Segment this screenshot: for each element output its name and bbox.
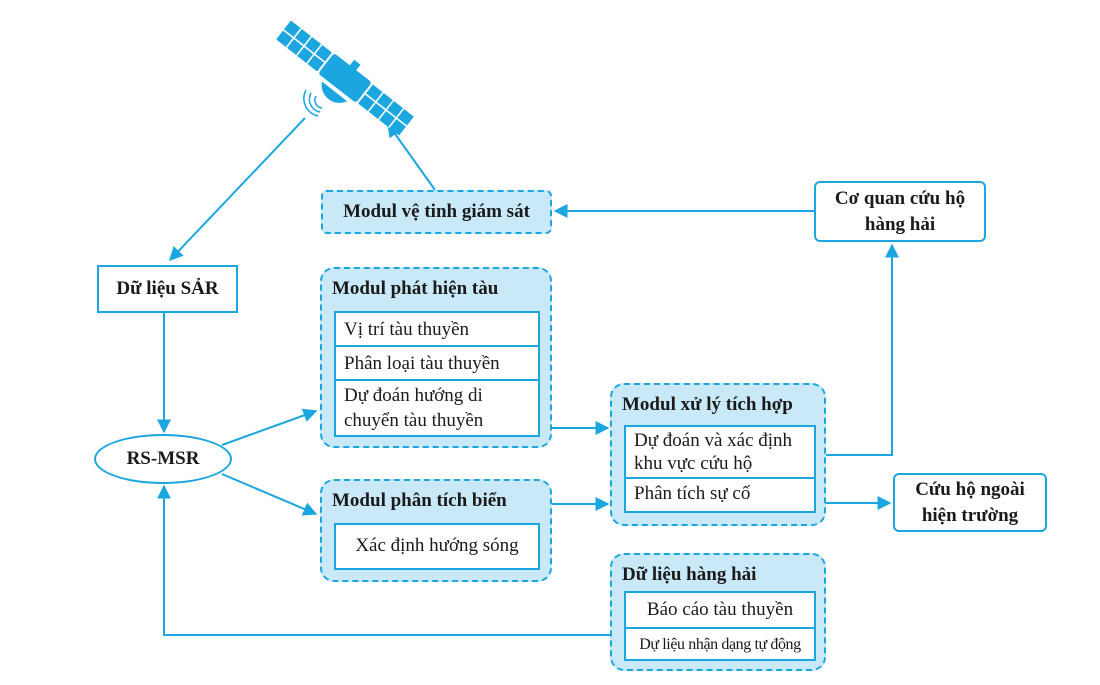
- list-item: Vị trí tàu thuyền: [336, 313, 538, 347]
- integrated-processing-title: Modul xử lý tích hợp: [622, 394, 793, 415]
- edge-rsmsr-to-sea-analysis: [221, 473, 318, 516]
- integrated-processing-module[interactable]: Modul xử lý tích hợp Dự đoán và xác định…: [610, 383, 826, 526]
- ship-detection-title: Modul phát hiện tàu: [332, 278, 499, 299]
- edge-integrated-to-agency: [826, 243, 899, 456]
- edge-satellite-to-sar: [169, 117, 306, 262]
- sea-analysis-module[interactable]: Modul phân tích biển Xác định hướng sóng: [320, 479, 552, 582]
- signal-waves-icon: [303, 89, 323, 117]
- list-item: Xác định hướng sóng: [355, 535, 519, 556]
- edge-rsmsr-to-ship-detection: [221, 408, 318, 446]
- rs-msr-label: RS-MSR: [126, 448, 200, 469]
- maritime-data-module[interactable]: Dữ liệu hàng hải Báo cáo tàu thuyền Dự l…: [610, 553, 826, 671]
- list-item: Dự đoán hướng di chuyển tàu thuyền: [344, 385, 484, 431]
- sar-data-node[interactable]: Dữ liệu SẢR: [97, 265, 238, 313]
- sea-analysis-list: Xác định hướng sóng: [334, 523, 540, 570]
- list-item: Dự đoán và xác định khu vực cứu hộ: [626, 427, 814, 479]
- satellite-icon: [276, 20, 414, 136]
- satellite-module-node[interactable]: Modul vệ tinh giám sát: [321, 190, 552, 234]
- maritime-data-list: Báo cáo tàu thuyền Dự liệu nhận dạng tự …: [624, 591, 816, 661]
- satellite-module-label: Modul vệ tinh giám sát: [343, 201, 530, 222]
- list-item: Phân loại tàu thuyền: [336, 347, 538, 381]
- edge-satellite-module-to-satellite: [387, 122, 436, 191]
- field-rescue-node[interactable]: Cứu hộ ngoài hiện trường: [893, 473, 1047, 532]
- maritime-data-title: Dữ liệu hàng hải: [622, 564, 757, 585]
- ship-detection-module[interactable]: Modul phát hiện tàu Vị trí tàu thuyền Ph…: [320, 267, 552, 448]
- integrated-processing-list: Dự đoán và xác định khu vực cứu hộ Phân …: [624, 425, 816, 513]
- field-rescue-label: Cứu hộ ngoài hiện trường: [915, 478, 1025, 526]
- list-item: Dự liệu nhận dạng tự động: [639, 636, 801, 653]
- ship-detection-list: Vị trí tàu thuyền Phân loại tàu thuyền D…: [334, 311, 540, 437]
- edge-maritime-to-rsmsr: [157, 484, 610, 636]
- list-item: Phân tích sự cố: [634, 483, 751, 504]
- rs-msr-node[interactable]: RS-MSR: [94, 434, 232, 484]
- sea-analysis-title: Modul phân tích biển: [332, 490, 507, 511]
- list-item: Báo cáo tàu thuyền: [626, 593, 814, 629]
- rescue-agency-node[interactable]: Cơ quan cứu hộ hàng hải: [814, 181, 986, 242]
- sar-data-label: Dữ liệu SẢR: [116, 278, 219, 299]
- rescue-agency-label: Cơ quan cứu hộ hàng hải: [834, 187, 966, 235]
